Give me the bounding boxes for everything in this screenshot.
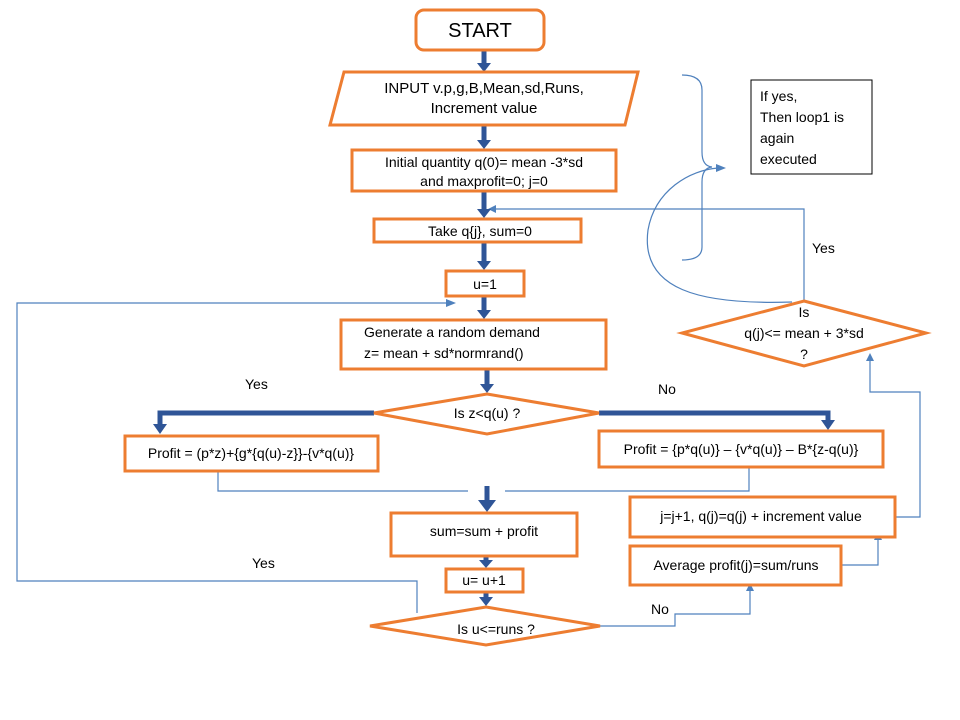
connector-q-yes [494,208,805,302]
note-line-1: If yes, [760,88,797,104]
decision-q-line-1: Is [799,304,810,320]
decision-q-line-2: q(j)<= mean + 3*sd [744,325,863,341]
arrow-sum-uinc-head [479,560,493,568]
average-box [628,544,843,587]
sum-box [389,511,579,558]
branch-labels: Yes No Yes No Yes [245,240,835,617]
note-line-4: executed [760,151,817,167]
connector-profit-no-merge [505,468,750,492]
connector-increment-decision-head [866,353,874,361]
arrow-generate-decision-head [480,384,494,393]
arrow-start-input-head [477,63,491,72]
arrow-u-generate-head [477,310,491,319]
increment-box [628,495,897,539]
arrow-uinc-runs-head [479,597,493,606]
start-node: START [414,8,546,52]
init-line-1: Initial quantity q(0)= mean -3*sd [385,154,583,170]
connector-q-yes-head [488,205,496,213]
decision-z-node: Is z<q(u) ? [373,392,600,436]
u-inc-box [444,567,525,594]
note: If yes, Then loop1 is again executed [750,79,873,175]
label-no-z: No [658,381,676,397]
decision-q-line-3: ? [800,346,808,362]
connector-increment-decision [869,359,921,518]
u-inc-label: u= u+1 [462,572,506,588]
decision-q-box [676,299,932,368]
arrow-input-init-head [477,140,491,149]
arrow-z-yes-head [153,424,167,434]
decision-runs-box [369,605,601,647]
increment-node: j=j+1, q(j)=q(j) + increment value [628,495,897,539]
u-init-label: u=1 [473,276,497,292]
u-init-node: u=1 [444,269,526,298]
sum-node: sum=sum + profit [389,511,579,558]
take-box [372,217,583,244]
input-line-1: INPUT v.p,g,B,Mean,sd,Runs, [384,80,584,97]
decision-runs-label: Is u<=runs ? [457,621,535,637]
loop-curve-head [716,164,726,172]
connectors [16,74,921,627]
profit-no-node: Profit = {p*q(u)} – {v*q(u)} – B*{z-q(u)… [597,429,885,469]
arrow-merge-sum-head [478,500,496,512]
u-inc-node: u= u+1 [444,567,525,594]
connector-runs-yes [16,302,446,613]
main-arrows [153,50,835,606]
connector-runs-no [600,589,751,627]
decision-z-box [373,392,600,436]
input-box [328,70,640,127]
arrow-z-no [599,410,831,421]
take-node: Take q{j}, sum=0 [372,217,583,244]
generate-line-2: z= mean + sd*normrand() [364,345,524,361]
label-yes-runs: Yes [252,555,275,571]
generate-line-1: Generate a random demand [364,324,540,340]
label-yes-q: Yes [812,240,835,256]
decision-runs-node: Is u<=runs ? [369,605,601,647]
note-line-2: Then loop1 is [760,109,844,125]
connector-runs-no-head [746,583,754,591]
note-box [750,79,873,175]
average-label: Average profit(j)=sum/runs [653,557,818,573]
label-yes-z: Yes [245,376,268,392]
profit-yes-node: Profit = (p*z)+{g*{q(u)-z}}-{v*q(u)} [123,434,380,473]
generate-box [339,318,608,371]
sum-label: sum=sum + profit [430,523,538,539]
connector-average-increment [842,538,879,566]
profit-no-box [597,429,885,469]
start-box [414,8,546,52]
arrow-z-yes [157,410,374,425]
profit-yes-label: Profit = (p*z)+{g*{q(u)-z}}-{v*q(u)} [148,445,355,461]
arrow-take-u-head [477,261,491,270]
input-line-2: Increment value [431,100,538,117]
take-label: Take q{j}, sum=0 [428,223,532,239]
init-box [350,148,618,193]
label-no-runs: No [651,601,669,617]
connector-profit-yes-merge [217,472,468,492]
start-label: START [448,20,512,42]
decision-z-label: Is z<q(u) ? [454,405,521,421]
generate-node: Generate a random demand z= mean + sd*no… [339,318,608,371]
increment-label: j=j+1, q(j)=q(j) + increment value [659,508,862,524]
note-line-3: again [760,130,794,146]
loop-curve [646,167,793,303]
profit-no-label: Profit = {p*q(u)} – {v*q(u)} – B*{z-q(u)… [624,441,859,457]
input-node: INPUT v.p,g,B,Mean,sd,Runs, Increment va… [328,70,640,127]
average-node: Average profit(j)=sum/runs [628,544,843,587]
decision-q-node: Is q(j)<= mean + 3*sd ? [676,299,932,368]
arrow-z-no-head [821,420,835,430]
init-line-2: and maxprofit=0; j=0 [420,173,548,189]
init-node: Initial quantity q(0)= mean -3*sd and ma… [350,148,618,193]
arrow-init-take-head [477,209,491,218]
loop-brace [681,74,713,261]
profit-yes-box [123,434,380,473]
u-init-box [444,269,526,298]
connector-runs-yes-head [446,299,456,307]
